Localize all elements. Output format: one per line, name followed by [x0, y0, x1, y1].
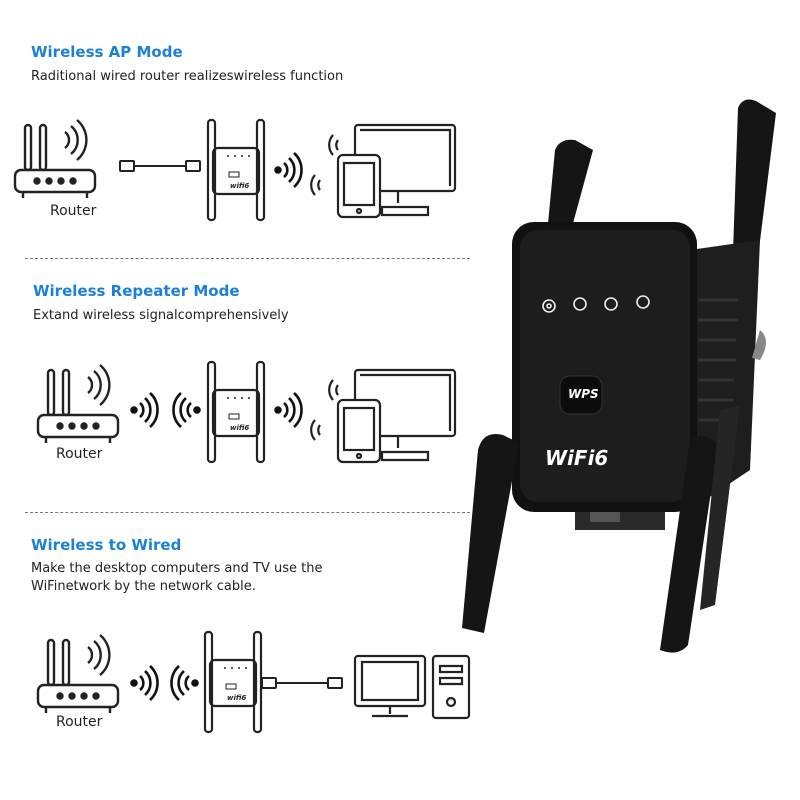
wifi-signal-icon — [274, 391, 303, 429]
section-title-ap-mode: Wireless AP Mode — [31, 43, 183, 61]
wired-mode-diagram — [36, 630, 471, 734]
router-icon — [36, 363, 120, 445]
network-cable-icon — [119, 160, 201, 172]
divider — [25, 258, 470, 259]
wifi6-logo: WiFi6 — [545, 446, 609, 470]
extender-icon — [203, 630, 263, 734]
wifi-signal-icon — [172, 391, 201, 429]
router-label: Router — [56, 714, 103, 730]
extender-icon — [206, 360, 266, 464]
section-title-repeater-mode: Wireless Repeater Mode — [33, 282, 240, 300]
router-icon — [36, 633, 120, 715]
router-label: Router — [56, 446, 103, 462]
wifi6-extender-product — [462, 99, 776, 653]
wps-button-label: WPS — [568, 387, 599, 401]
section-desc-repeater-mode: Extand wireless signalcomprehensively — [33, 308, 289, 323]
wifi-signal-icon — [130, 391, 159, 429]
section-title-wireless-to-wired: Wireless to Wired — [31, 536, 182, 554]
section-desc-wireless-to-wired: Make the desktop computers and TV use th… — [31, 560, 322, 596]
devices-icon — [310, 368, 457, 464]
divider — [25, 512, 470, 513]
desc-line: Make the desktop computers and TV use th… — [31, 561, 323, 576]
devices-icon — [310, 123, 457, 219]
desktop-computer-icon — [353, 654, 471, 720]
wifi-signal-icon — [274, 151, 303, 189]
desc-line: WiFinetwork by the network cable. — [31, 579, 256, 594]
extender-icon — [206, 118, 266, 222]
section-desc-ap-mode: Raditional wired router realizeswireless… — [31, 69, 344, 84]
network-cable-icon — [261, 677, 343, 689]
wifi-signal-icon — [170, 664, 199, 702]
router-icon — [13, 118, 97, 200]
router-label: Router — [50, 203, 97, 219]
wifi-signal-icon — [130, 664, 159, 702]
